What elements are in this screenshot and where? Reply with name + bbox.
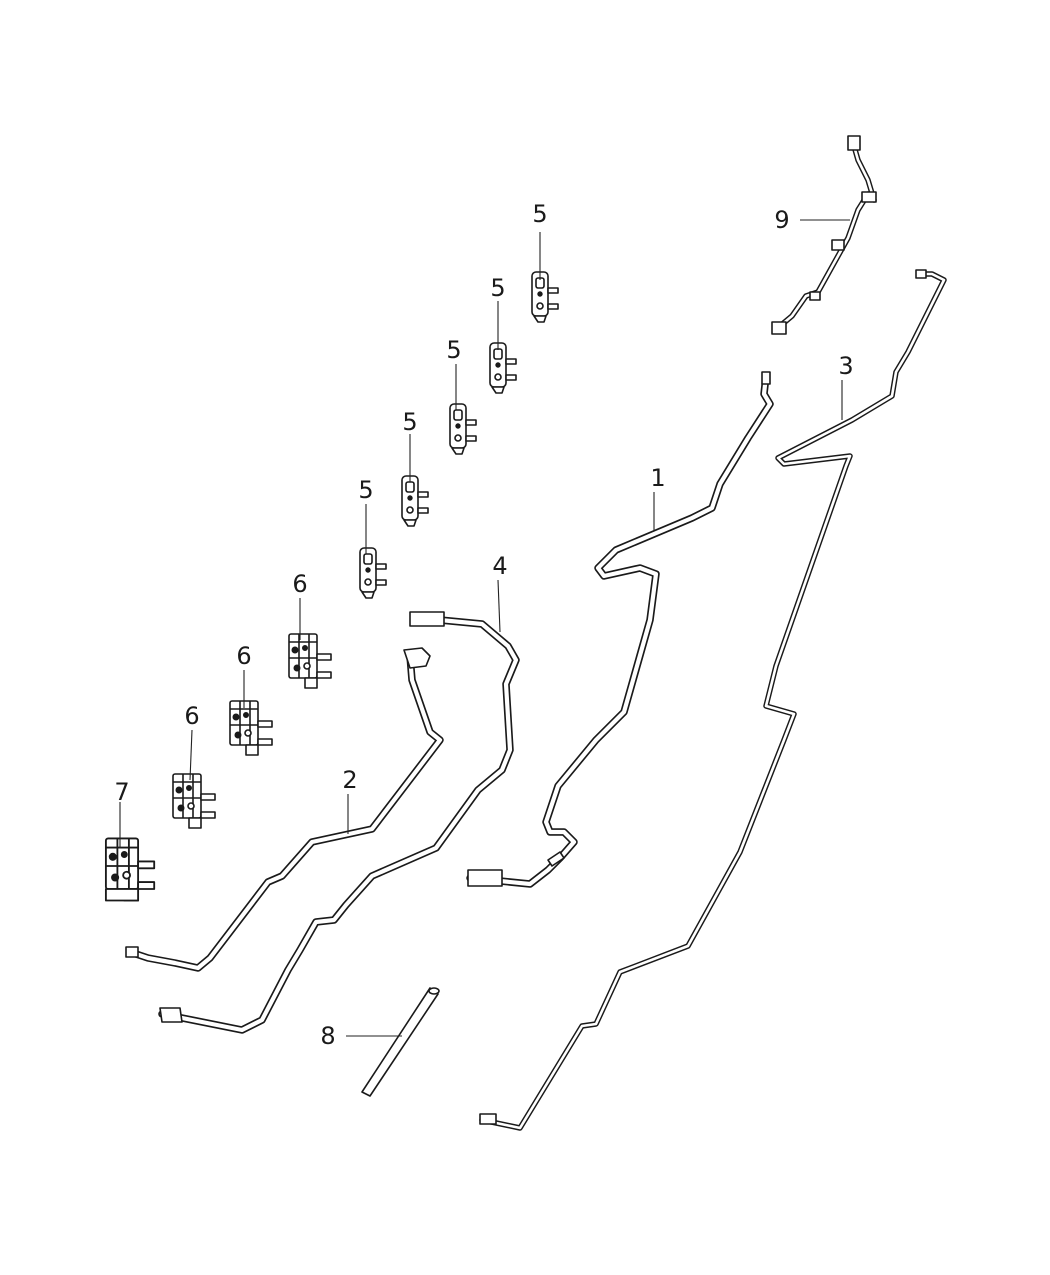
callout-5d: 5 <box>402 408 417 436</box>
clip-5-d <box>401 475 429 527</box>
callout-6b: 6 <box>236 642 251 670</box>
callout-1: 1 <box>650 464 665 492</box>
leader-lines <box>119 219 850 1037</box>
tube-3 <box>479 269 947 1131</box>
clip-6-b <box>229 700 273 756</box>
callout-5b: 5 <box>490 274 505 302</box>
part-9-harness <box>771 135 877 335</box>
callout-2: 2 <box>342 766 357 794</box>
tube-4 <box>158 611 520 1034</box>
callout-6c: 6 <box>184 702 199 730</box>
callout-7: 7 <box>114 778 129 806</box>
callout-5c: 5 <box>446 336 461 364</box>
tube-2 <box>125 647 444 972</box>
clip-5-b <box>489 342 517 394</box>
callout-9: 9 <box>774 206 789 234</box>
callout-3: 3 <box>838 352 853 380</box>
tube-1 <box>466 371 774 888</box>
callout-4: 4 <box>492 552 507 580</box>
callout-6a: 6 <box>292 570 307 598</box>
part-8-sleeve <box>361 987 440 1097</box>
clip-5-e <box>359 547 387 599</box>
clip-5-c <box>449 403 477 455</box>
callout-8: 8 <box>320 1022 335 1050</box>
clip-6-c <box>172 773 216 829</box>
clip-7 <box>104 837 156 902</box>
clip-6-a <box>288 633 332 689</box>
callout-5a: 5 <box>532 200 547 228</box>
callout-5e: 5 <box>358 476 373 504</box>
clip-5-a <box>531 271 559 323</box>
